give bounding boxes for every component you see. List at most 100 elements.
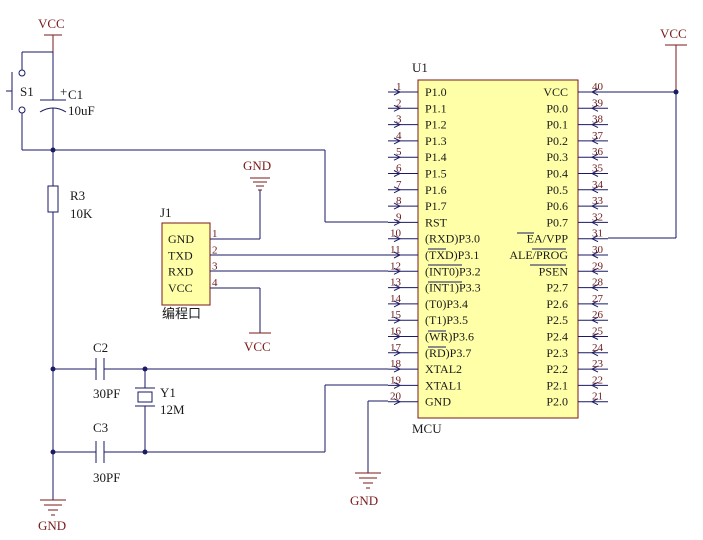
u1-right-pin-number: 36 xyxy=(592,146,604,158)
u1-left-pin-number: 11 xyxy=(390,244,401,256)
u1-pin-arrow-icon xyxy=(393,365,402,373)
u1-right-pin-number: 38 xyxy=(592,114,604,126)
u1-pin-arrow-icon xyxy=(590,300,599,308)
u1-right-pin-number: 22 xyxy=(592,374,603,386)
j1-pin-name: VCC xyxy=(168,281,193,295)
u1-right-pin-name: P0.1 xyxy=(546,118,568,132)
u1-pin-arrow-icon xyxy=(590,137,599,145)
gnd-j1-label: GND xyxy=(243,158,271,173)
c2-value: 30PF xyxy=(93,386,120,401)
u1-pin-arrow-icon xyxy=(590,121,599,129)
u1-pin-arrow-icon xyxy=(393,153,402,161)
u1-right-pin-name: P0.0 xyxy=(546,101,568,115)
gnd-mcu-label: GND xyxy=(350,493,378,508)
u1-left-pin-name: P1.0 xyxy=(425,85,447,99)
u1-left-pin-number: 8 xyxy=(396,195,402,207)
j1-pin-number: 2 xyxy=(212,244,218,256)
y1-crystal: Y1 12M xyxy=(135,366,185,455)
u1-left-pin-number: 9 xyxy=(396,211,402,223)
u1-right-pin-name: P0.3 xyxy=(546,150,568,164)
u1-pin-arrow-icon xyxy=(590,333,599,340)
s1-ref: S1 xyxy=(20,84,34,99)
u1-pin-arrow-icon xyxy=(590,381,599,389)
u1-left-pin-name: P1.3 xyxy=(425,134,447,148)
u1-left-pin-name: XTAL1 xyxy=(425,378,462,392)
gnd-mcu-symbol: GND xyxy=(350,400,388,508)
u1-right-pin-number: 24 xyxy=(592,342,604,354)
r3-resistor: R3 10K xyxy=(47,150,93,500)
u1-pin-arrow-icon xyxy=(393,398,402,406)
u1-right-pin-name: VCC xyxy=(543,85,568,99)
u1-right-pin-name: P2.0 xyxy=(546,395,568,409)
u1-right-pin-name: P0.6 xyxy=(546,199,568,213)
j1-pin-name: TXD xyxy=(168,248,193,262)
u1-pin-arrow-icon xyxy=(393,333,402,340)
u1-pin-arrow-icon xyxy=(393,121,402,129)
u1-right-pin-number: 39 xyxy=(592,97,604,109)
u1-left-pin-name: XTAL2 xyxy=(425,362,462,376)
u1-caption: MCU xyxy=(412,421,442,436)
u1-pin-arrow-icon xyxy=(393,235,402,243)
j1-caption: 编程口 xyxy=(162,306,201,321)
u1-pin-arrow-icon xyxy=(590,104,599,112)
c3-ref: C3 xyxy=(93,420,108,435)
u1-right-pin-name: P0.4 xyxy=(546,167,568,181)
u1-left-pin-number: 3 xyxy=(396,114,402,126)
u1-pin-arrow-icon xyxy=(393,202,402,210)
u1-left-pin-name: P1.1 xyxy=(425,101,447,115)
u1-left-pin-number: 18 xyxy=(390,358,402,370)
vcc-top-right-symbol: VCC xyxy=(660,26,687,92)
u1-left-pin-number: 1 xyxy=(396,81,402,93)
vcc-top-right-label: VCC xyxy=(660,26,687,41)
u1-pin-arrow-icon xyxy=(393,88,402,96)
u1-right-pin-name: P0.5 xyxy=(546,183,568,197)
j1-pin-number: 4 xyxy=(212,277,218,289)
u1-right-pin-number: 30 xyxy=(592,244,604,256)
c3-value: 30PF xyxy=(93,470,120,485)
u1-left-pin-name: P1.6 xyxy=(425,183,447,197)
vcc-j1-symbol: VCC xyxy=(210,287,271,354)
u1-left-pin-number: 5 xyxy=(396,146,402,158)
u1-pin-arrow-icon xyxy=(393,349,402,357)
u1-right-pin-name: P2.5 xyxy=(546,313,568,327)
u1-right-pin-number: 40 xyxy=(592,81,604,93)
u1-pin-arrow-icon xyxy=(590,251,599,259)
u1-right-pin-number: 37 xyxy=(592,130,604,142)
u1-ref: U1 xyxy=(412,60,428,75)
u1-pin-arrow-icon xyxy=(393,284,402,292)
u1-left-pin-name: (RXD)P3.0 xyxy=(425,232,480,246)
u1-right-pin-number: 23 xyxy=(592,358,604,370)
vcc-top-left-symbol: VCC xyxy=(38,16,65,52)
u1-right-pin-name: P2.1 xyxy=(546,378,568,392)
c1-polarity: + xyxy=(60,84,67,99)
u1-right-pin-number: 29 xyxy=(592,260,604,272)
u1-left-pin-number: 19 xyxy=(390,374,402,386)
u1-pin-arrow-icon xyxy=(393,137,402,145)
u1-pin-arrow-icon xyxy=(590,186,599,194)
c1-ref: C1 xyxy=(68,87,83,102)
u1-left-pin-number: 20 xyxy=(390,391,402,403)
u1-pin-arrow-icon xyxy=(590,88,599,96)
r3-value: 10K xyxy=(70,206,93,221)
j1-pin-number: 3 xyxy=(212,261,218,273)
u1-pin-arrow-icon xyxy=(393,218,402,226)
u1-pin-arrow-icon xyxy=(393,381,402,389)
u1-right-pin-name: P0.7 xyxy=(546,215,568,229)
u1-right-pin-number: 35 xyxy=(592,163,604,175)
u1-right-pin-name: P2.3 xyxy=(546,346,568,360)
j1-ref: J1 xyxy=(160,205,172,220)
j1-pin-number: 1 xyxy=(212,228,218,240)
u1-pin-arrow-icon xyxy=(393,104,402,112)
c1-value: 10uF xyxy=(68,103,95,118)
u1-pin-arrow-icon xyxy=(590,153,599,161)
gnd-bottom-left-label: GND xyxy=(38,518,66,533)
u1-pin-arrow-icon xyxy=(393,267,402,275)
u1-pin-arrow-icon xyxy=(590,398,599,406)
u1-left-pin-name: P1.5 xyxy=(425,167,447,181)
u1-left-pin-number: 14 xyxy=(390,293,402,305)
u1-right-pin-number: 21 xyxy=(592,391,603,403)
u1-left-pin-number: 12 xyxy=(390,260,401,272)
u1-right-pin-number: 28 xyxy=(592,277,604,289)
